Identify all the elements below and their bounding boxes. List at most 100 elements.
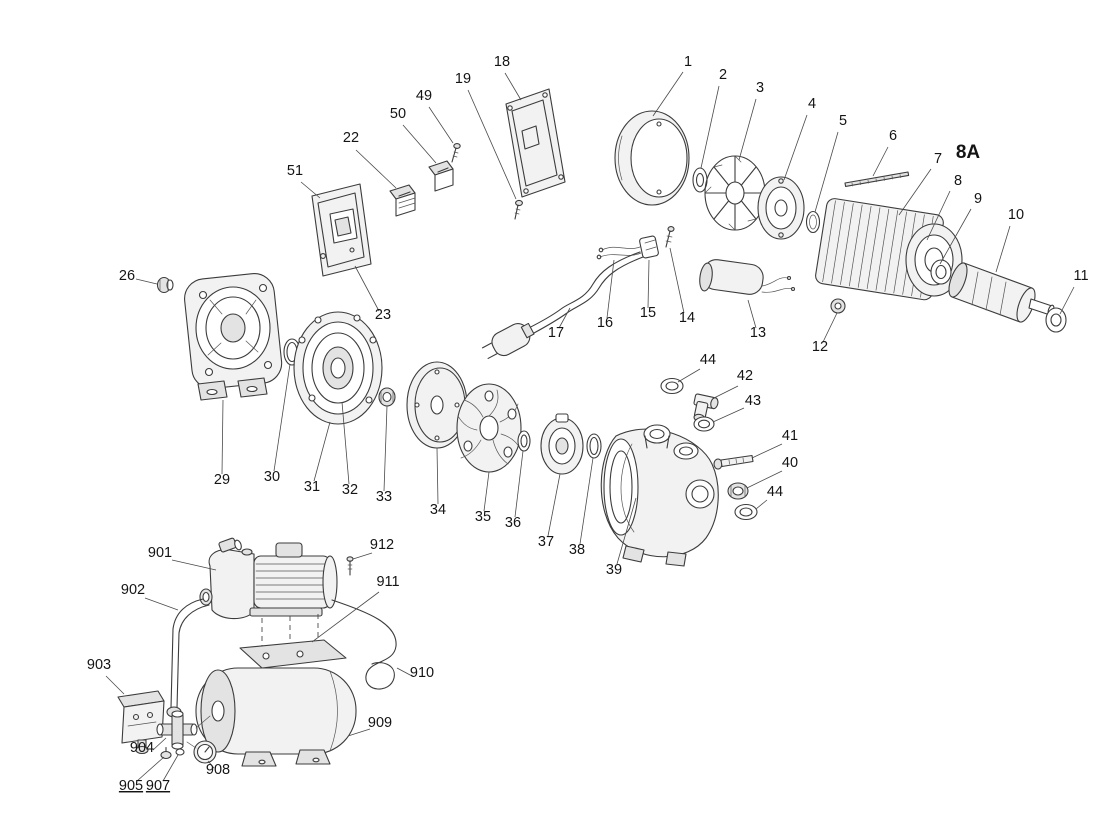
part-label-36: 36 [505,515,521,531]
leader-line-31 [313,421,331,482]
shaft-nut [378,387,396,407]
pressure-switch [117,690,165,755]
washer-44-top [660,377,684,395]
part-label-907: 907 [146,778,170,794]
part-label-50: 50 [390,106,406,122]
leader-line-49 [428,106,454,144]
leader-line-18 [504,72,522,101]
leader-line-44-top [677,368,701,383]
leader-line-904 [152,737,167,751]
leader-line-23 [354,265,380,312]
switch-screw [451,143,461,163]
leader-line-22 [355,149,397,189]
leader-line-908 [207,760,215,769]
part-label-17: 17 [548,325,564,341]
cover-screw [514,199,523,220]
part-label-44-top: 44 [700,352,716,368]
part-label-904: 904 [130,740,154,756]
leader-line-34 [436,447,439,505]
leader-line-14 [669,247,685,314]
part-label-9: 9 [974,191,982,207]
leader-line-2 [700,85,720,169]
leader-line-29 [221,399,224,475]
leader-line-6 [872,146,889,177]
washer-43 [693,416,715,432]
capacitor-cover-plate [505,88,566,198]
pressure-tank [195,667,357,767]
leader-line-905 [136,756,165,782]
motor-bracket [184,273,283,401]
part-label-1: 1 [684,54,692,70]
leader-line-9 [939,208,972,265]
part-label-905: 905 [119,778,143,794]
leader-line-4 [783,114,808,181]
part-label-5: 5 [839,113,847,129]
part-label-911: 911 [376,574,399,590]
o-ring-38 [586,433,602,459]
part-label-11: 11 [1073,268,1088,284]
leader-line-11 [1059,286,1075,315]
part-label-7: 7 [934,151,942,167]
leader-line-911 [311,591,380,643]
rotor [948,262,1055,323]
leader-line-13 [747,299,757,329]
leader-lines [105,71,1075,782]
part-label-910: 910 [410,665,434,681]
plug-26 [156,276,174,294]
pump-housing [600,424,719,567]
part-label-8: 8 [954,173,962,189]
part-label-901: 901 [148,545,172,561]
leader-line-17 [558,307,571,329]
leader-line-16 [606,259,615,319]
mounting-plate [239,639,347,669]
part-label-38: 38 [569,542,585,558]
stator [815,198,963,301]
leader-line-33 [383,405,388,492]
part-label-37: 37 [538,534,554,550]
leader-line-36 [514,450,524,518]
mounting-screw-912 [346,556,354,576]
diffuser-plate [406,361,468,449]
part-label-912: 912 [370,537,394,553]
small-fitting-907 [175,748,185,756]
part-label-18: 18 [494,54,510,70]
part-label-49: 49 [416,88,432,104]
leader-line-37 [547,473,561,537]
five-way-fitting [156,710,211,750]
part-label-4: 4 [808,96,816,112]
leader-line-10 [995,225,1011,273]
terminal-screw [665,226,675,248]
part-label-23: 23 [375,307,391,323]
bearing-shield [757,176,805,240]
leader-line-12 [822,312,838,343]
part-label-31: 31 [304,479,320,495]
leader-line-15 [647,259,650,309]
part-label-8A: 8A [956,142,981,163]
leader-line-50 [402,124,437,164]
part-label-51: 51 [287,163,303,179]
motor-fan [704,155,766,231]
part-label-6: 6 [889,128,897,144]
part-label-19: 19 [455,71,471,87]
leader-line-902 [144,597,179,611]
capacitor [699,259,796,295]
part-label-22: 22 [343,130,359,146]
leader-line-3 [738,98,757,161]
leader-line-1 [652,71,684,117]
leader-line-35 [483,471,490,512]
switch-body [389,184,416,217]
cable-clamp [639,235,659,259]
leader-line-910 [396,667,413,677]
part-label-909: 909 [368,715,392,731]
part-label-14: 14 [679,310,695,326]
part-label-10: 10 [1008,207,1024,223]
part-label-16: 16 [597,315,613,331]
part-label-32: 32 [342,482,358,498]
leader-line-39 [616,497,637,565]
leader-line-901 [171,559,217,571]
part-label-3: 3 [756,80,764,96]
leader-line-42 [713,385,739,399]
leader-line-41 [751,443,783,459]
pump-cover-disc [293,311,383,425]
leader-line-19 [467,89,517,200]
